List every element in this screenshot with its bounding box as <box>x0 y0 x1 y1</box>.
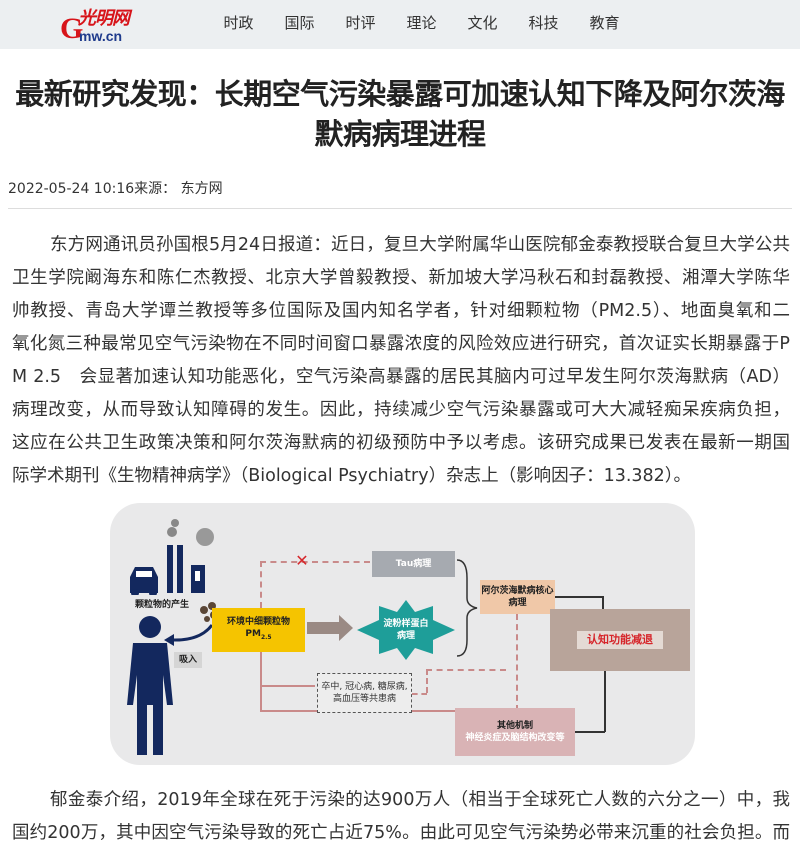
human-icon <box>127 616 173 755</box>
arrow-icon <box>307 615 353 641</box>
connector-line <box>575 731 605 733</box>
text-line: 这应在公共卫生政策决策和阿尔茨海默病的初级预防中予以考虑。该研究成果已发表在最新… <box>12 433 790 453</box>
divider <box>8 208 792 209</box>
amyloid-label: 淀粉样蛋白病理 <box>383 619 429 641</box>
dashed-line <box>412 693 427 695</box>
factory-car-icon <box>130 519 214 595</box>
brace-icon <box>456 559 478 657</box>
nav-item-education[interactable]: 教育 <box>589 14 620 32</box>
text-line: 病理改变，从而导致认知障碍的发生。因此，持续减少空气污染暴露或可大大减轻痴呆疾病… <box>12 400 790 420</box>
nav-item-politics[interactable]: 时政 <box>223 14 254 32</box>
site-logo[interactable]: G 光明网 mw.cn <box>60 4 130 45</box>
dashed-line <box>260 561 370 563</box>
text-line: 氧化氮三种最常见空气污染物在不同时间窗口暴露浓度的风险效应进行研究，首次证实长期… <box>12 334 790 354</box>
pm-subscript: 2.5 <box>260 633 272 641</box>
nav-item-culture[interactable]: 文化 <box>467 14 498 32</box>
text-line: 东方网通讯员孙国根5月24日报道：近日，复旦大学附属华山医院郁金泰教授联合复旦大… <box>50 235 790 255</box>
source-label: 颗粒物的产生 <box>134 600 189 610</box>
nav-item-tech[interactable]: 科技 <box>528 14 559 32</box>
other-mechanism-box: 其他机制 神经炎症及脑结构改变等 <box>455 708 575 756</box>
other-title: 其他机制 <box>496 721 533 731</box>
pm-symbol: PM <box>245 629 261 640</box>
connector-line <box>260 685 315 687</box>
logo-text: 光明网 <box>78 8 130 29</box>
article-title: 最新研究发现：长期空气污染暴露可加速认知下降及阿尔茨海默病病理进程 <box>15 77 785 151</box>
connector-line <box>604 671 606 732</box>
text-line: M 2.5 会显著加速认知功能恶化，空气污染高暴露的居民其脑内可过早发生阿尔茨海… <box>12 367 790 387</box>
connector-line <box>555 596 603 598</box>
connector-line <box>260 652 262 712</box>
nav-item-theory[interactable]: 理论 <box>406 14 437 32</box>
nav-item-commentary[interactable]: 时评 <box>345 14 376 32</box>
article-meta: 2022-05-24 10:16来源： 东方网 <box>8 181 223 197</box>
text-line: 际学术期刊《生物精神病学》（Biological Psychiatry）杂志上（… <box>12 466 692 486</box>
dashed-line <box>516 614 518 711</box>
paragraph-1: 东方网通讯员孙国根5月24日报道：近日，复旦大学附属华山医院郁金泰教授联合复旦大… <box>12 229 790 493</box>
paragraph-2: 郁金泰介绍，2019年全球在死于污染的达900万人（相当于全球死亡人数的六分之一… <box>12 784 790 850</box>
text-line: 帅教授、青岛大学谭兰教授等多位国际及国内知名学者，针对细颗粒物（PM2.5）、地… <box>12 301 790 321</box>
nav-item-international[interactable]: 国际 <box>284 14 315 32</box>
comorbid-box: 卒中, 冠心病, 糖尿病, 高血压等共患病 <box>317 673 412 713</box>
ad-core-box: 阿尔茨海默病核心病理 <box>480 580 555 614</box>
logo-domain: mw.cn <box>79 28 123 44</box>
logo-glyph: G <box>60 12 84 45</box>
pm-label: 环境中细颗粒物 <box>226 617 290 628</box>
main-nav: 时政 国际 时评 理论 文化 科技 教育 <box>160 12 625 33</box>
pm-box: 环境中细颗粒物 PM2.5 <box>212 608 305 652</box>
tau-box: Tau病理 <box>372 551 455 577</box>
inhale-label: 吸入 <box>174 652 202 668</box>
research-diagram: 颗粒物的产生 吸入 环境中细颗粒物 PM2.5 ✕ Tau病理 淀粉样蛋白病理 … <box>110 503 695 765</box>
cognition-label: 认知功能减退 <box>577 631 663 649</box>
text-line: 国约200万，其中因空气污染导致的死亡占近75%。由此可见空气污染势必带来沉重的… <box>12 823 790 843</box>
dashed-line <box>426 669 506 671</box>
inhale-arrow-icon <box>164 624 214 646</box>
cross-icon: ✕ <box>295 551 309 570</box>
dashed-line <box>260 561 262 608</box>
text-line: 卫生学院阚海东和陈仁杰教授、北京大学曾毅教授、新加坡大学冯秋石和封磊教授、湘潭大… <box>12 268 790 288</box>
text-line: 郁金泰介绍，2019年全球在死于污染的达900万人（相当于全球死亡人数的六分之一… <box>50 790 790 810</box>
cognition-box: 认知功能减退 <box>550 609 690 671</box>
connector-line <box>602 596 604 609</box>
other-desc: 神经炎症及脑结构改变等 <box>465 733 565 743</box>
dashed-line <box>426 669 428 693</box>
amyloid-star-shape <box>357 600 455 660</box>
site-header: G 光明网 mw.cn 时政 国际 时评 理论 文化 科技 教育 <box>0 0 800 49</box>
